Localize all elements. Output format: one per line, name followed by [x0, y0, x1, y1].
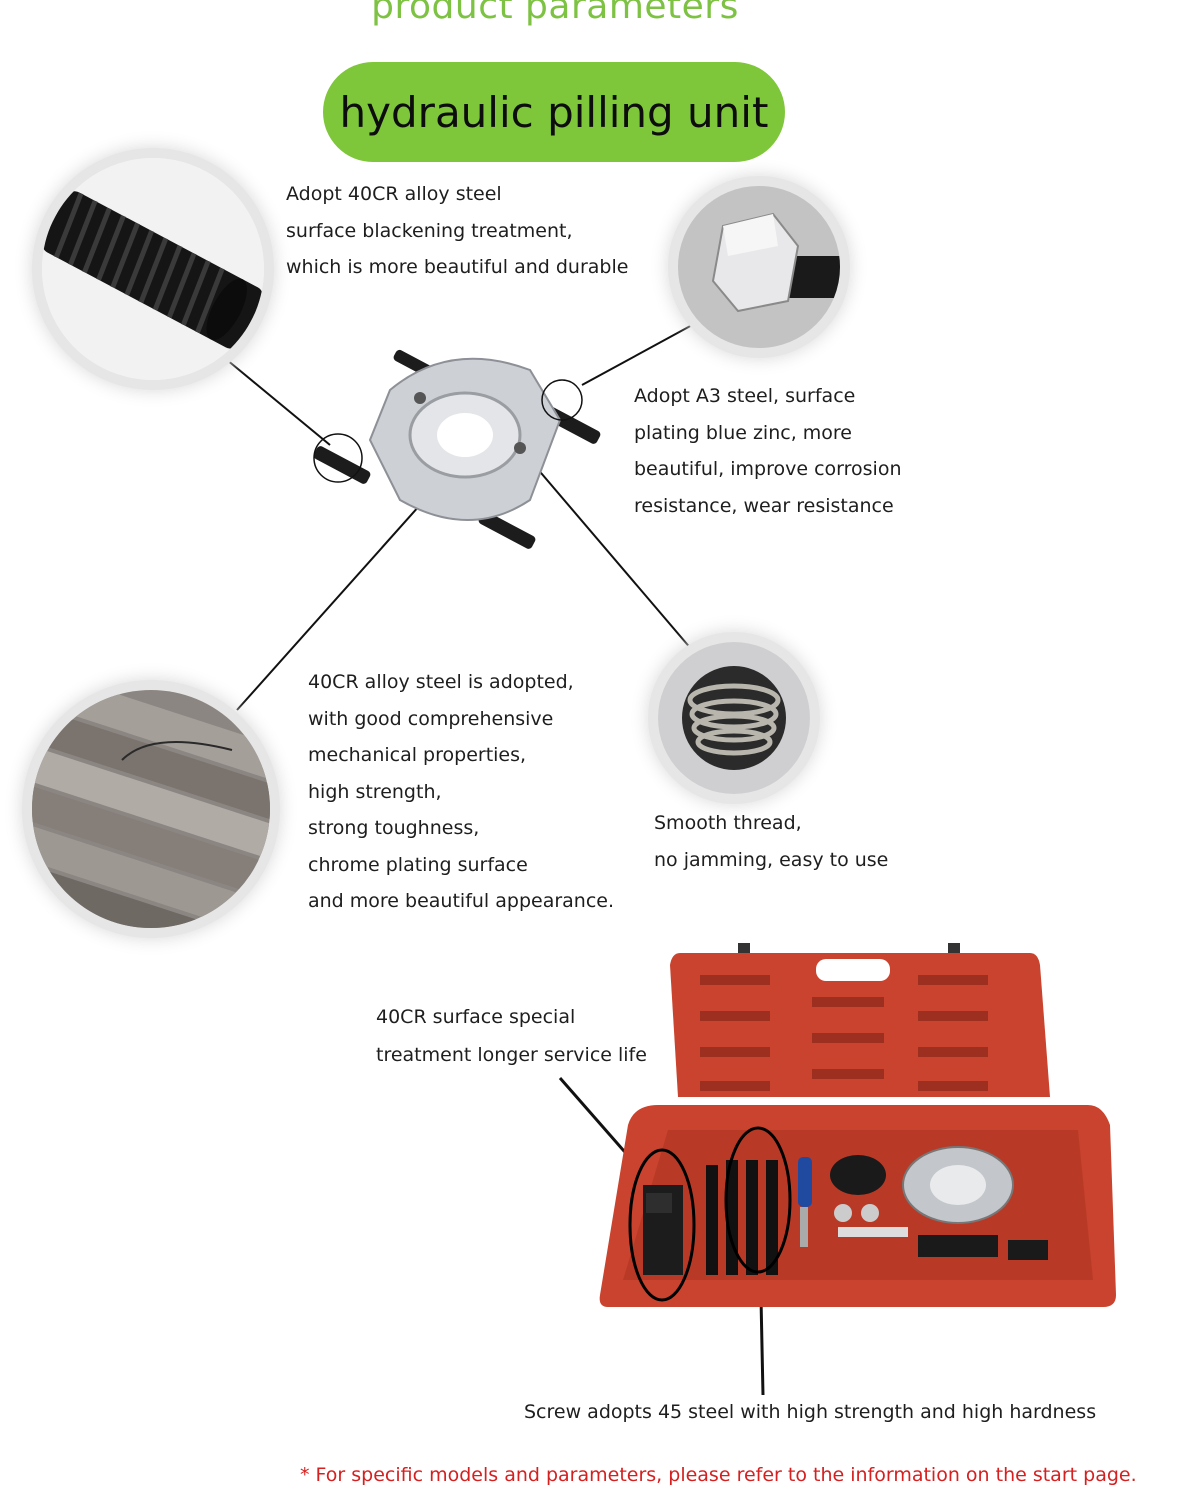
- thread-feature-text: Smooth thread, no jamming, easy to use: [654, 805, 888, 878]
- section-title: product parameters: [371, 0, 739, 27]
- thread-feature-line: no jamming, easy to use: [654, 848, 889, 871]
- rod-feature-line: high strength,: [308, 780, 442, 803]
- nut-feature-line: Adopt A3 steel, surface: [634, 385, 856, 407]
- bolt-feature-text: Adopt 40CR alloy steel surface blackenin…: [286, 176, 628, 286]
- nut-feature-line: plating blue zinc, more: [634, 421, 852, 444]
- rod-feature-text: 40CR alloy steel is adopted, with good c…: [308, 664, 614, 920]
- callout-line-thread: [529, 459, 699, 658]
- screw-feature-text: Screw adopts 45 steel with high strength…: [524, 1401, 1097, 1423]
- case-tools-feature-line: 40CR surface special: [376, 1006, 576, 1028]
- bolt-closeup-image: [42, 158, 264, 380]
- rod-feature-line: strong toughness,: [308, 817, 480, 839]
- case-tools-feature-text: 40CR surface special treatment longer se…: [376, 998, 647, 1074]
- rod-feature-line: 40CR alloy steel is adopted,: [308, 671, 574, 693]
- bolt-feature-line: surface blackening treatment,: [286, 219, 573, 242]
- footer-note: * For specific models and parameters, pl…: [300, 1464, 1137, 1486]
- steel-rods-image: [32, 690, 270, 928]
- product-name-banner: hydraulic pilling unit: [323, 62, 785, 162]
- tool-case-image: [598, 935, 1116, 1313]
- bolt-feature-line: which is more beautiful and durable: [286, 256, 629, 278]
- nut-feature-text: Adopt A3 steel, surface plating blue zin…: [634, 378, 902, 524]
- bearing-splitter-image: [300, 330, 620, 560]
- callout-line-rod: [236, 504, 421, 711]
- case-tools-feature-line: treatment longer service life: [376, 1044, 647, 1066]
- rod-feature-line: chrome plating surface: [308, 853, 528, 876]
- thread-closeup-image: [658, 642, 810, 794]
- rod-feature-line: with good comprehensive: [308, 707, 554, 730]
- nut-closeup-image: [678, 186, 840, 348]
- bolt-feature-line: Adopt 40CR alloy steel: [286, 183, 502, 205]
- rod-feature-line: mechanical properties,: [308, 744, 527, 766]
- product-name: hydraulic pilling unit: [339, 87, 769, 137]
- nut-feature-line: resistance, wear resistance: [634, 494, 894, 517]
- nut-feature-line: beautiful, improve corrosion: [634, 458, 902, 480]
- thread-feature-line: Smooth thread,: [654, 812, 802, 834]
- rod-feature-line: and more beautiful appearance.: [308, 890, 615, 912]
